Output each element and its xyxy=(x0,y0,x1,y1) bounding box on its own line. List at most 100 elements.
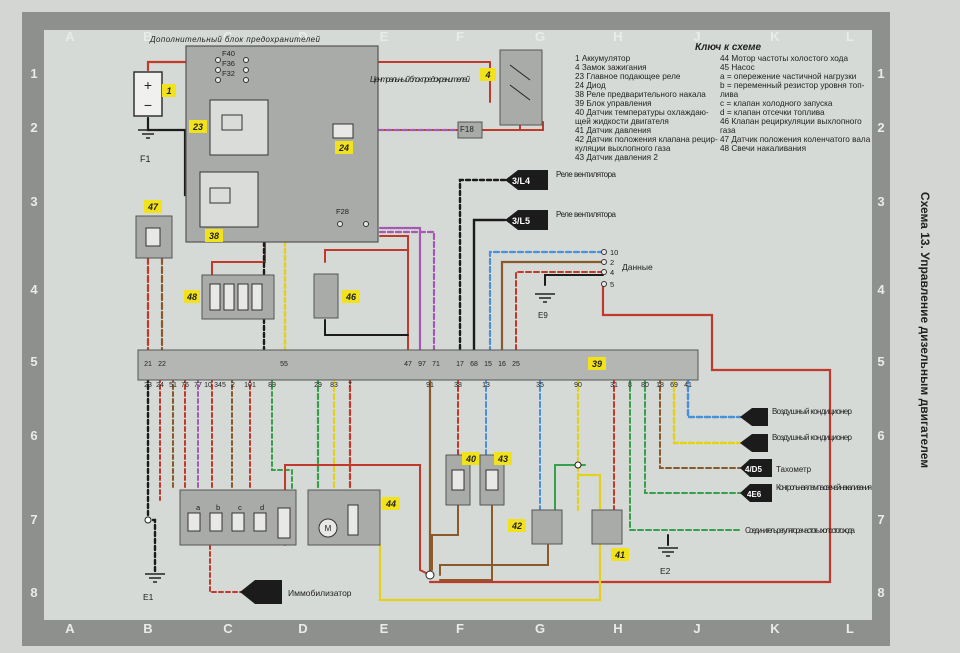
wire-black-white xyxy=(458,178,507,357)
col-letter: L xyxy=(846,621,854,636)
fuse-ref: F18 xyxy=(460,125,474,134)
row-number: 8 xyxy=(877,585,884,600)
ac-label: Воздушный кондиционер xyxy=(772,407,853,416)
data-label: Данные xyxy=(622,262,653,272)
component-number: 48 xyxy=(186,292,197,302)
component-number: 1 xyxy=(166,86,171,96)
component-number: 46 xyxy=(345,292,357,302)
pin-label: 15 xyxy=(484,361,492,368)
col-letter: A xyxy=(65,621,75,636)
pin-label: 8 xyxy=(628,382,632,389)
col-letter: J xyxy=(693,621,700,636)
pin-label: 89 xyxy=(268,382,276,389)
wire-yellow xyxy=(378,473,602,602)
pin-label: 76 xyxy=(181,382,189,389)
wire-blue-striped xyxy=(686,376,742,419)
wire-red-striped xyxy=(515,271,604,356)
legend-left-column: 1 Аккумулятор 4 Замок зажигания 23 Главн… xyxy=(575,54,718,162)
svg-text:−: − xyxy=(144,97,152,113)
pressure-sensor-2: 43 xyxy=(479,452,512,506)
row-number: 2 xyxy=(877,120,884,135)
pin-label: 2 xyxy=(231,382,235,389)
glow-lamp-label: Контрольная лампа свечей накаливания xyxy=(776,483,872,492)
col-letter: E xyxy=(380,29,389,44)
wire-brown xyxy=(431,504,459,571)
ignition-switch: 4 xyxy=(480,49,543,126)
col-letter: D xyxy=(298,29,307,44)
pin-label: 5 xyxy=(610,280,614,289)
col-letter: G xyxy=(535,621,545,636)
legend-entry: 47 Датчик положения коленчатого вала xyxy=(720,135,871,144)
legend-entry: 4 Замок зажигания xyxy=(575,63,647,72)
engine-control-unit: 39 xyxy=(137,349,699,381)
grid-column-letters: A B C D E F G H J K L A B C D E F G H J … xyxy=(65,29,854,636)
fan-relay-label: Реле вентилятора xyxy=(556,170,617,179)
legend-entry: щей жидкости двигателя xyxy=(575,117,669,126)
legend-entry: 48 Свечи накаливания xyxy=(720,144,806,153)
component-number: 24 xyxy=(338,143,349,153)
pin-label: 17 xyxy=(456,361,464,368)
pin-label: 71 xyxy=(432,361,440,368)
legend-entry: 38 Реле предварительного накала xyxy=(575,90,706,99)
legend-entry: a = опережение частичной нагрузки xyxy=(720,72,856,81)
pump-letter: d xyxy=(260,503,264,512)
pin-label: 345 xyxy=(214,382,226,389)
row-number: 4 xyxy=(877,282,885,297)
injection-pump: a b c d xyxy=(179,489,297,546)
fan-relay-arrow-1: 3/L4 Реле вентилятора xyxy=(505,170,617,190)
pin-label: 83 xyxy=(330,382,338,389)
legend-entry: 46 Клапан рециркуляции выхлопного xyxy=(720,117,862,126)
legend-entry: лива xyxy=(720,90,739,99)
row-number: 5 xyxy=(30,354,37,369)
component-number: 38 xyxy=(209,231,219,241)
fuse-ref: F40 xyxy=(222,49,235,58)
wire-red xyxy=(379,235,409,356)
legend-entry: 43 Датчик давления 2 xyxy=(575,153,658,162)
row-number: 3 xyxy=(30,194,37,209)
fuse-f18: F18 xyxy=(457,121,483,139)
wire-black xyxy=(324,319,409,336)
ecu-bottom-pins: 23 24 51 76 77 10 345 2 101 89 29 83 7 9… xyxy=(144,382,692,389)
component-number: 43 xyxy=(497,454,508,464)
legend-entry: 44 Мотор частоты холостого хода xyxy=(720,54,848,63)
row-number: 3 xyxy=(877,194,884,209)
wire-brown-striped xyxy=(659,377,741,469)
glow-plugs: 48 xyxy=(184,274,275,320)
ac-arrow-1: Воздушный кондиционер xyxy=(740,407,853,426)
pin-label: 97 xyxy=(418,361,426,368)
component-number: 47 xyxy=(147,202,159,212)
battery: + − 1 xyxy=(133,71,176,117)
glow-lamp-arrow: 4E6 Контрольная лампа свечей накаливания xyxy=(740,483,872,502)
legend-entry: 45 Насос xyxy=(720,63,755,72)
legend-entry: газа xyxy=(720,126,736,135)
wire-brown xyxy=(439,504,493,581)
ground-symbol xyxy=(145,547,678,583)
pin-label: 7 xyxy=(348,382,352,389)
arrow-ref: 4/D5 xyxy=(745,465,762,474)
legend-entry: 42 Датчик положения клапана рецир- xyxy=(575,135,718,144)
ground-symbol xyxy=(138,129,158,139)
wire-black-striped xyxy=(146,376,157,574)
legend-entry: 1 Аккумулятор xyxy=(575,54,631,63)
grid-row-numbers: 1 2 3 4 5 6 7 8 1 2 3 4 5 6 7 8 xyxy=(30,66,885,600)
row-number: 6 xyxy=(877,428,884,443)
col-letter: J xyxy=(693,29,700,44)
pin-label: 38 xyxy=(454,382,462,389)
wire-red xyxy=(477,121,544,131)
pump-letter: a xyxy=(196,503,201,512)
pin-label: 21 xyxy=(144,361,152,368)
pin-label: 91 xyxy=(426,382,434,389)
pressure-sensor: 41 xyxy=(591,509,629,561)
diagram-title-text: Схема 13. Управление дизельным двигателе… xyxy=(918,191,932,469)
legend-right-column: 44 Мотор частоты холостого хода 45 Насос… xyxy=(720,54,871,153)
row-number: 1 xyxy=(30,66,37,81)
component-number: 42 xyxy=(511,521,522,531)
pin-label: 41 xyxy=(684,382,692,389)
pin-label: 101 xyxy=(244,382,256,389)
immobilizer-label: Иммобилизатор xyxy=(288,588,352,598)
pump-letter: b xyxy=(216,503,220,512)
svg-text:+: + xyxy=(144,77,152,93)
legend-entry: 41 Датчик давления xyxy=(575,126,651,135)
pin-label: 4 xyxy=(610,268,614,277)
col-letter: G xyxy=(535,29,545,44)
